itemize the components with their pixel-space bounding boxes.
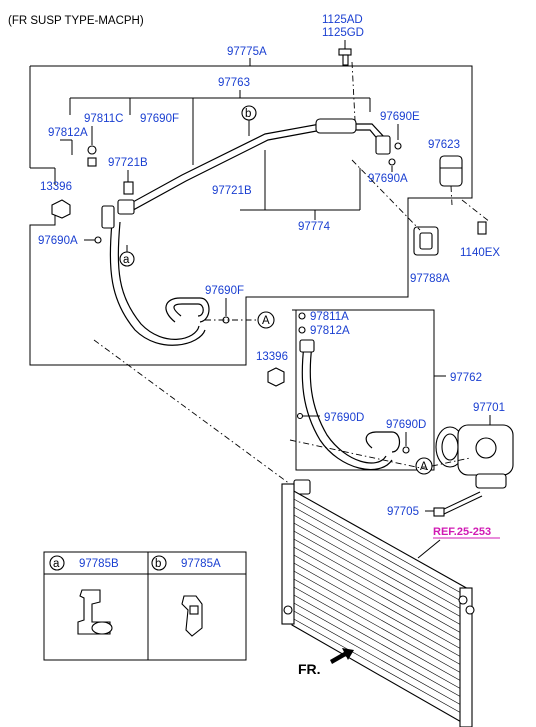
front-arrow-icon (330, 648, 354, 664)
condenser-icon (281, 483, 475, 727)
bolt-97705-icon (433, 491, 483, 517)
part-label-97705[interactable]: 97705 (387, 506, 419, 518)
part-label-1125ad[interactable]: 1125AD (322, 14, 363, 26)
reference-label[interactable]: REF.25-253 (433, 526, 491, 538)
clamp-marker-a: a (123, 254, 130, 266)
bolt-1125-icon (338, 48, 352, 66)
clamp-97785b-icon (77, 589, 113, 635)
nut-icon (51, 199, 71, 219)
bracket-97785a-icon (181, 595, 203, 637)
part-label-97690f-top[interactable]: 97690F (140, 113, 179, 125)
legend-key-a: a (53, 558, 60, 570)
assembly-97762-box (292, 309, 435, 471)
valve-cap-icon (87, 145, 97, 167)
part-label-13396-right[interactable]: 13396 (256, 351, 288, 363)
receiver-drier-icon (439, 155, 463, 187)
part-label-97690d-left[interactable]: 97690D (324, 412, 364, 424)
connector-marker-a-left: A (262, 315, 270, 327)
nut-icon (267, 367, 285, 387)
legend-part-97785a[interactable]: 97785A (181, 558, 221, 570)
front-direction-label: FR. (298, 661, 321, 677)
part-label-97775a[interactable]: 97775A (227, 46, 267, 58)
part-label-97774[interactable]: 97774 (298, 221, 331, 233)
legend-part-97785b[interactable]: 97785B (79, 558, 119, 570)
part-label-97701[interactable]: 97701 (473, 402, 505, 414)
suction-pipe-icon (121, 118, 391, 215)
diagram-title: (FR SUSP TYPE-MACPH) (8, 15, 144, 27)
insulator-pad-icon (413, 226, 439, 256)
part-label-97721b-mid[interactable]: 97721B (212, 185, 252, 197)
part-label-97811a[interactable]: 97811A (310, 311, 349, 323)
discharge-hose-icon (293, 339, 401, 495)
part-label-97690a-right[interactable]: 97690A (368, 173, 408, 185)
part-label-97721b-top[interactable]: 97721B (108, 157, 148, 169)
part-label-97690a-left[interactable]: 97690A (38, 235, 78, 247)
bracket-marker-b: b (245, 108, 251, 120)
part-label-97762[interactable]: 97762 (450, 372, 482, 384)
part-label-13396-left[interactable]: 13396 (40, 181, 72, 193)
part-label-97811c[interactable]: 97811C (84, 113, 123, 125)
part-label-97690d-right[interactable]: 97690D (386, 419, 426, 431)
connector-marker-a-right: A (420, 461, 428, 473)
bolt-721b-icon (123, 181, 134, 195)
part-label-97623[interactable]: 97623 (428, 139, 460, 151)
part-label-97690e[interactable]: 97690E (380, 111, 420, 123)
part-label-1125gd[interactable]: 1125GD (322, 27, 364, 39)
compressor-icon (435, 424, 514, 489)
part-label-97763[interactable]: 97763 (218, 77, 250, 89)
part-label-97690f-bottom[interactable]: 97690F (205, 285, 244, 297)
liquid-hose-icon (101, 199, 210, 346)
part-label-97788a[interactable]: 97788A (410, 273, 450, 285)
assembly-97775a-box (29, 65, 473, 366)
part-label-1140ex[interactable]: 1140EX (460, 247, 500, 259)
parts-legend (43, 551, 247, 661)
part-label-97812a-left[interactable]: 97812A (48, 127, 88, 139)
legend-key-b: b (155, 558, 161, 570)
bolt-1140ex-icon (477, 221, 487, 235)
part-label-97812a-right[interactable]: 97812A (310, 325, 350, 337)
